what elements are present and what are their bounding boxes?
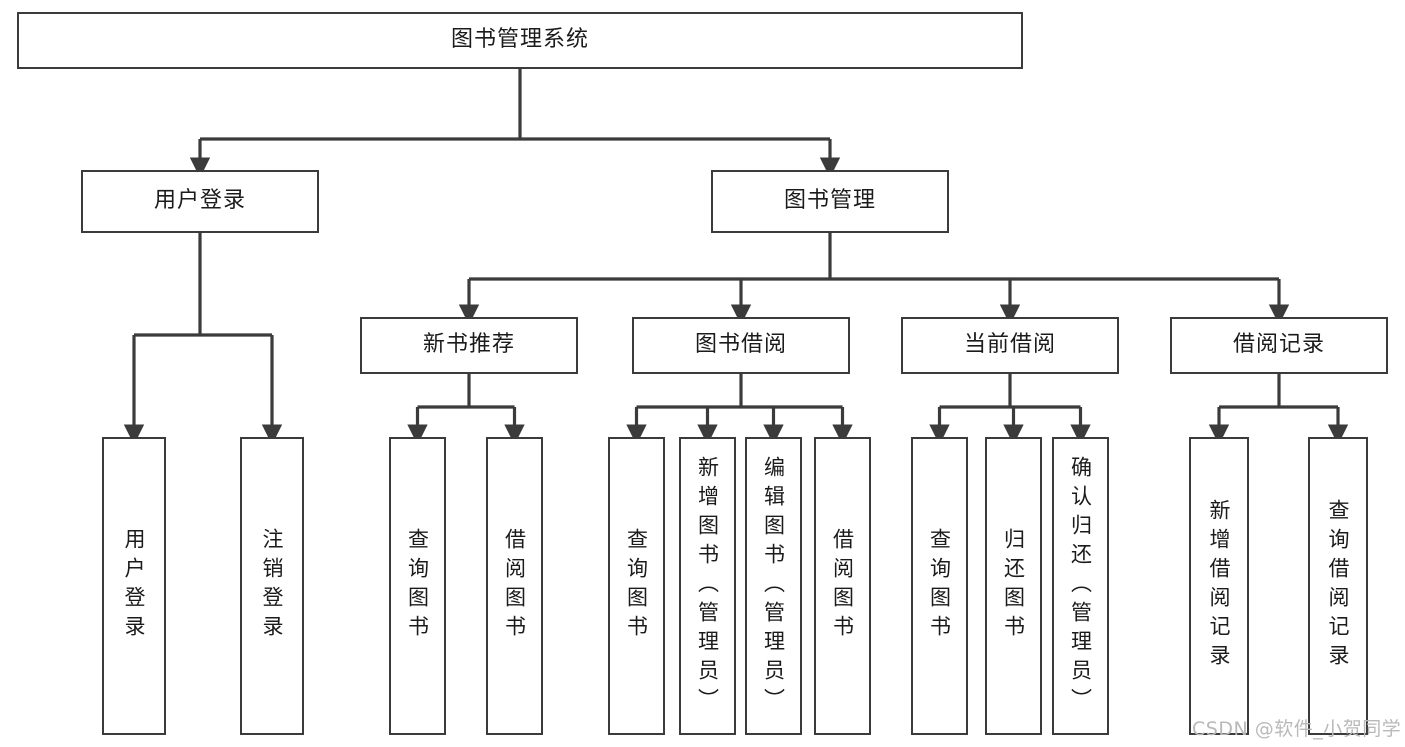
- node-current-borrowing[interactable]: 当前借阅: [901, 317, 1119, 374]
- node-label: 借阅记录: [1232, 332, 1325, 358]
- node-user-login[interactable]: 用户登录: [81, 170, 319, 233]
- node-leaf-bb-edit-book-admin[interactable]: 编辑图书（管理员）: [745, 437, 802, 735]
- node-leaf-cb-confirm-return-admin[interactable]: 确认归还（管理员）: [1052, 437, 1109, 735]
- node-label: 图书管理: [783, 188, 876, 214]
- node-leaf-br-add-record[interactable]: 新增借阅记录: [1189, 437, 1249, 735]
- node-label: 查询图书: [624, 528, 649, 644]
- node-label: 查询图书: [405, 528, 430, 644]
- node-label: 借阅图书: [830, 528, 855, 644]
- node-book-borrowing[interactable]: 图书借阅: [632, 317, 850, 374]
- node-label: 编辑图书（管理员）: [761, 455, 786, 717]
- node-label: 图书管理系统: [450, 27, 589, 53]
- node-root-book-management-system[interactable]: 图书管理系统: [17, 12, 1023, 69]
- node-leaf-rec-query-books[interactable]: 查询图书: [389, 437, 446, 735]
- node-label: 注销登录: [260, 528, 285, 644]
- node-label: 当前借阅: [963, 332, 1056, 358]
- node-label: 新书推荐: [422, 332, 515, 358]
- node-label: 确认归还（管理员）: [1068, 455, 1093, 717]
- node-label: 用户登录: [122, 528, 147, 644]
- node-leaf-bb-add-book-admin[interactable]: 新增图书（管理员）: [679, 437, 736, 735]
- node-new-book-recommendation[interactable]: 新书推荐: [360, 317, 578, 374]
- node-label: 查询图书: [927, 528, 952, 644]
- node-leaf-cb-return-books[interactable]: 归还图书: [985, 437, 1042, 735]
- node-borrowing-record[interactable]: 借阅记录: [1170, 317, 1388, 374]
- node-leaf-user-logout[interactable]: 注销登录: [240, 437, 304, 735]
- node-book-management[interactable]: 图书管理: [711, 170, 949, 233]
- node-leaf-bb-borrow-books[interactable]: 借阅图书: [814, 437, 871, 735]
- node-leaf-br-query-record[interactable]: 查询借阅记录: [1308, 437, 1368, 735]
- node-label: 用户登录: [153, 188, 246, 214]
- node-leaf-bb-query-books[interactable]: 查询图书: [608, 437, 665, 735]
- node-label: 借阅图书: [502, 528, 527, 644]
- node-label: 查询借阅记录: [1326, 499, 1351, 673]
- node-label: 新增借阅记录: [1207, 499, 1232, 673]
- node-leaf-rec-borrow-books[interactable]: 借阅图书: [486, 437, 543, 735]
- node-label: 新增图书（管理员）: [695, 455, 720, 717]
- node-label: 归还图书: [1001, 528, 1026, 644]
- node-leaf-cb-query-books[interactable]: 查询图书: [911, 437, 968, 735]
- node-label: 图书借阅: [694, 332, 787, 358]
- node-leaf-user-login[interactable]: 用户登录: [102, 437, 166, 735]
- watermark-text: CSDN @软件_小贺同学: [1192, 718, 1402, 740]
